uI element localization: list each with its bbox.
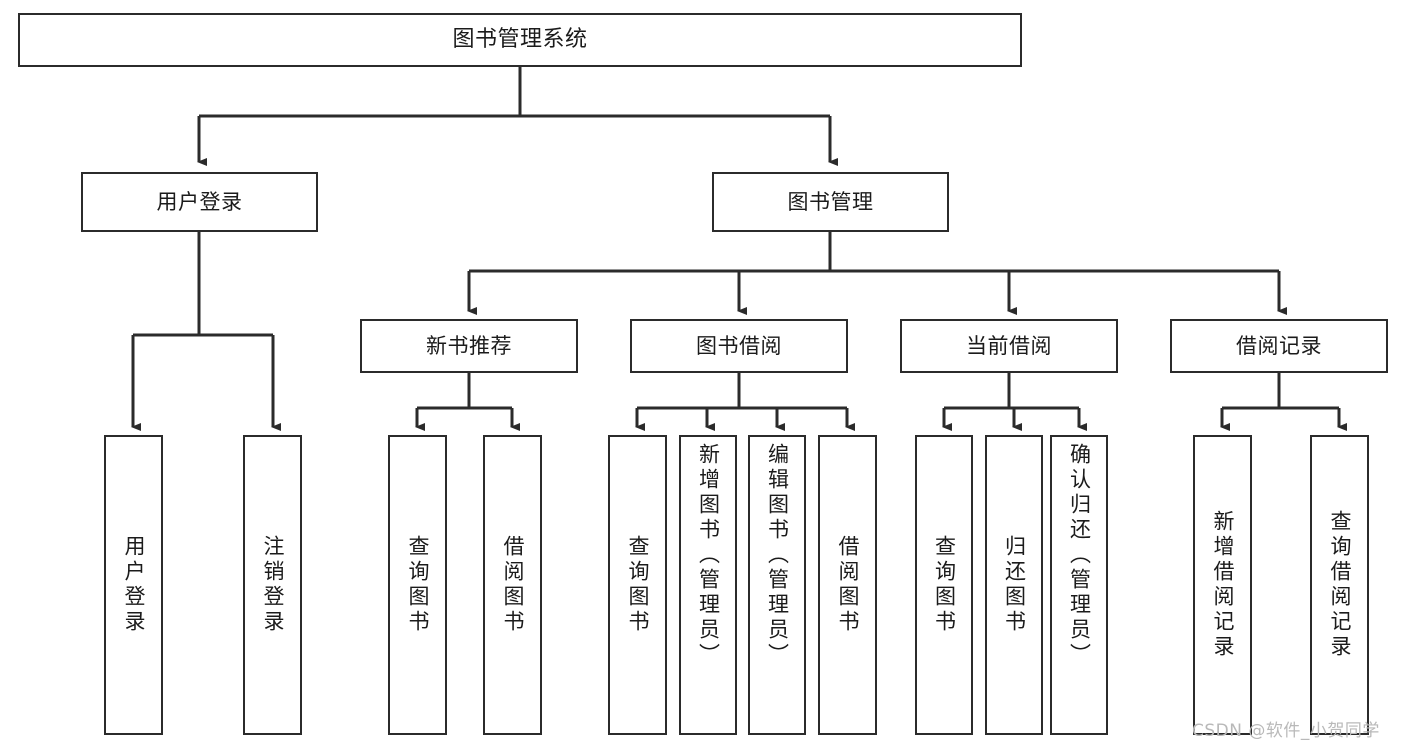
leaf-add-book-admin[interactable]: 新增图书（管理员） xyxy=(679,435,737,735)
leaf-query-books-recommend[interactable]: 查询图书 xyxy=(388,435,447,735)
leaf-logout[interactable]: 注销登录 xyxy=(243,435,302,735)
node-label: 借阅图书 xyxy=(836,535,860,635)
leaf-query-borrow-record[interactable]: 查询借阅记录 xyxy=(1310,435,1369,735)
node-current-borrow[interactable]: 当前借阅 xyxy=(900,319,1118,373)
node-label: 查询图书 xyxy=(932,535,957,635)
leaf-return-books[interactable]: 归还图书 xyxy=(985,435,1043,735)
node-label: 新增图书（管理员） xyxy=(696,443,721,668)
node-new-book-recommend[interactable]: 新书推荐 xyxy=(360,319,578,373)
node-label: 借阅记录 xyxy=(1236,333,1322,358)
node-label: 图书管理系统 xyxy=(452,27,588,53)
node-label: 编辑图书（管理员） xyxy=(765,443,790,668)
watermark: CSDN @软件_小贺同学 xyxy=(1192,721,1380,741)
node-label: 归还图书 xyxy=(1002,535,1027,635)
node-label: 借阅图书 xyxy=(501,535,525,635)
node-root-system[interactable]: 图书管理系统 xyxy=(18,13,1022,67)
node-label: 用户登录 xyxy=(156,189,243,214)
node-label: 查询图书 xyxy=(626,535,650,635)
leaf-confirm-return-admin[interactable]: 确认归还（管理员） xyxy=(1050,435,1108,735)
leaf-edit-book-admin[interactable]: 编辑图书（管理员） xyxy=(748,435,806,735)
node-label: 图书管理 xyxy=(787,189,874,214)
leaf-user-login[interactable]: 用户登录 xyxy=(104,435,163,735)
node-label: 注销登录 xyxy=(261,535,285,635)
node-borrow-record[interactable]: 借阅记录 xyxy=(1170,319,1388,373)
node-label: 确认归还（管理员） xyxy=(1067,443,1092,668)
leaf-query-books-borrow[interactable]: 查询图书 xyxy=(608,435,667,735)
leaf-borrow-books-recommend[interactable]: 借阅图书 xyxy=(483,435,542,735)
node-label: 用户登录 xyxy=(122,535,146,635)
node-label: 查询图书 xyxy=(406,535,430,635)
node-label: 图书借阅 xyxy=(696,333,782,358)
node-label: 新书推荐 xyxy=(426,333,512,358)
leaf-borrow-books[interactable]: 借阅图书 xyxy=(818,435,877,735)
node-label: 新增借阅记录 xyxy=(1211,510,1235,660)
node-user-login[interactable]: 用户登录 xyxy=(81,172,318,232)
node-book-borrow[interactable]: 图书借阅 xyxy=(630,319,848,373)
leaf-query-books-current[interactable]: 查询图书 xyxy=(915,435,973,735)
node-label: 查询借阅记录 xyxy=(1328,510,1352,660)
node-book-management[interactable]: 图书管理 xyxy=(712,172,949,232)
leaf-add-borrow-record[interactable]: 新增借阅记录 xyxy=(1193,435,1252,735)
node-label: 当前借阅 xyxy=(966,333,1052,358)
